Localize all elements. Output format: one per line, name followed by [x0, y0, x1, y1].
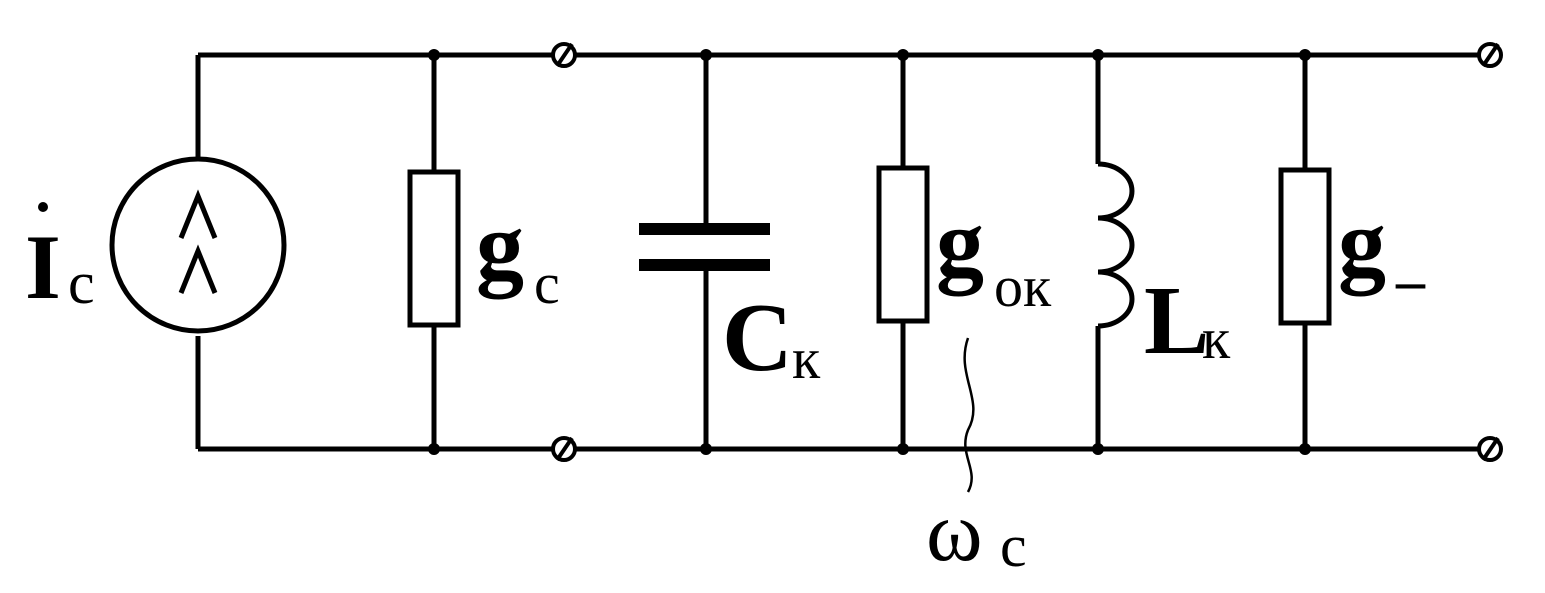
- omega-label-main: ω: [926, 483, 983, 579]
- source-dot-accent: [38, 202, 48, 212]
- gok-label-main: g: [936, 189, 984, 296]
- omega-leader-line: [963, 337, 975, 493]
- junction-dot-icon: [897, 49, 909, 61]
- source-label-main: I: [25, 216, 61, 318]
- ck-label-sub: к: [792, 326, 821, 391]
- terminal-icon: [551, 436, 577, 462]
- junction-dot-icon: [700, 49, 712, 61]
- junction-dot-icon: [1092, 49, 1104, 61]
- gok-label-sub: ок: [994, 254, 1052, 319]
- terminal-icon: [1477, 42, 1503, 68]
- lk-label-main: L: [1144, 267, 1209, 375]
- inductor-lk-icon: [1095, 55, 1135, 449]
- junction-dot-icon: [1299, 49, 1311, 61]
- source-label-sub: c: [68, 250, 95, 316]
- gminus-label-sub: –: [1395, 248, 1426, 313]
- junction-dots: [428, 49, 1311, 455]
- junction-dot-icon: [428, 49, 440, 61]
- gc-label-sub: c: [534, 251, 560, 316]
- omega-label-sub: c: [1000, 513, 1027, 579]
- current-source-icon: [109, 55, 287, 449]
- lk-label-sub: к: [1202, 306, 1231, 371]
- terminal-icon: [551, 42, 577, 68]
- gminus-label-main: g: [1338, 189, 1386, 296]
- resistor-gminus-icon: [1278, 55, 1332, 449]
- junction-dot-icon: [428, 443, 440, 455]
- gc-label-main: g: [476, 192, 524, 299]
- capacitor-plates: [639, 223, 770, 271]
- junction-dot-icon: [1092, 443, 1104, 455]
- ck-label-main: C: [722, 284, 793, 392]
- terminal-icon: [1477, 436, 1503, 462]
- junction-dot-icon: [1299, 443, 1311, 455]
- junction-dot-icon: [897, 443, 909, 455]
- resistor-gok-icon: [876, 55, 930, 449]
- junction-dot-icon: [700, 443, 712, 455]
- resistor-gc-icon: [407, 55, 461, 449]
